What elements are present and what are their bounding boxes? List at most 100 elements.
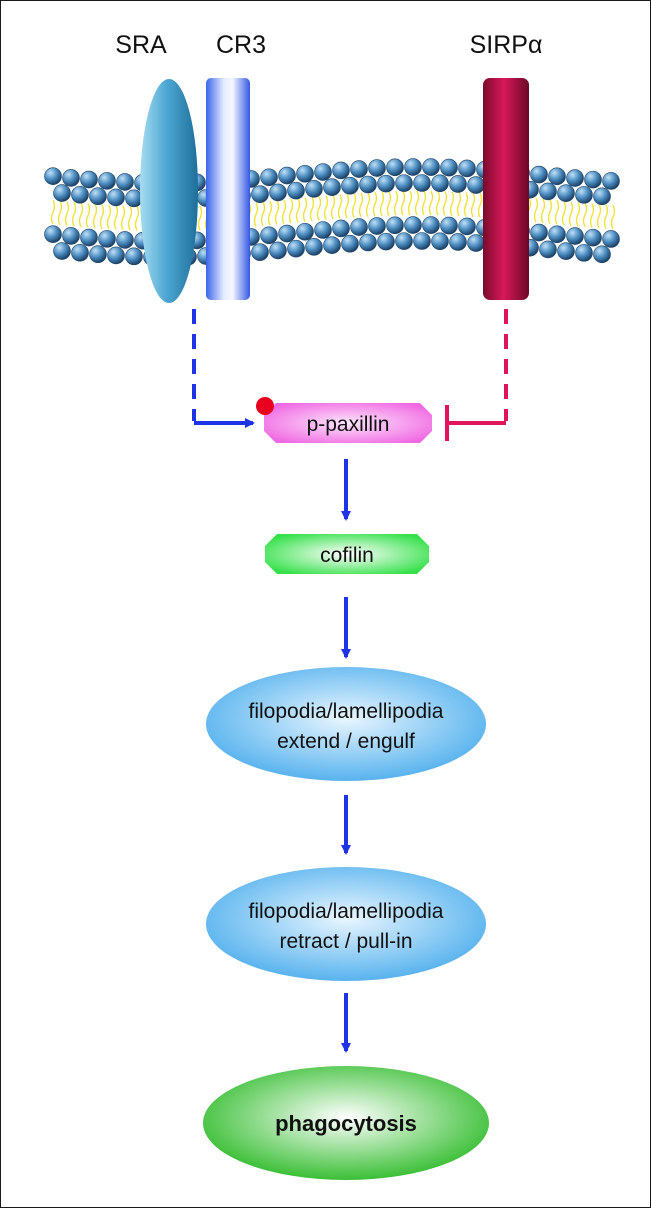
lipid-head [62, 169, 80, 187]
lipid-tail [106, 204, 112, 230]
lipid-head [395, 174, 413, 192]
lipid-tail [267, 200, 273, 226]
lipid-tail [582, 202, 588, 228]
lipid-tail [428, 190, 434, 216]
lipid-tail [421, 190, 427, 216]
edge-sra-cr3-to-p-paxillin [192, 309, 255, 428]
lipid-head [467, 234, 485, 252]
lipid-tail [414, 190, 420, 216]
retract-line1: filopodia/lamellipodia [249, 900, 444, 923]
lipid-head [602, 172, 620, 190]
cofilin-label: cofilin [320, 544, 374, 567]
lipid-tail [253, 202, 259, 227]
lipid-head [449, 233, 467, 251]
lipid-tail [463, 192, 469, 217]
lipid-tail [533, 197, 539, 223]
retract-pull-in-node: filopodia/lamellipodia retract / pull-in [206, 867, 486, 981]
lipid-head [566, 227, 584, 245]
lipid-tail [337, 194, 343, 219]
sra-receptor [140, 79, 198, 303]
lipid-tail [435, 190, 441, 216]
lipid-head [557, 184, 575, 203]
lipid-tail [288, 198, 294, 224]
lipid-tail [547, 199, 553, 224]
lipid-tail [316, 196, 322, 221]
edge-sirpa-inhibits-p-paxillin [445, 309, 508, 441]
lipid-head [296, 222, 314, 241]
lipid-head [251, 243, 269, 261]
lipid-head [287, 181, 305, 200]
lipid-head [278, 166, 296, 185]
lipid-tail [330, 194, 336, 220]
extend-engulf-node: filopodia/lamellipodia extend / engulf [206, 667, 486, 781]
lipid-tail [344, 193, 350, 219]
lipid-tail [456, 191, 462, 217]
lipid-head [458, 159, 476, 178]
lipid-head [107, 246, 125, 265]
phagocytosis-node: phagocytosis [203, 1066, 489, 1180]
cofilin-node: cofilin [265, 534, 429, 574]
lipid-head [530, 165, 548, 184]
lipid-head [566, 169, 584, 187]
lipid-head [44, 225, 62, 243]
lipid-head [269, 183, 287, 202]
lipid-head [278, 224, 296, 243]
lipid-head [80, 228, 98, 247]
lipid-head [449, 175, 467, 193]
lipid-tail [295, 198, 301, 223]
lipid-head [305, 238, 323, 256]
lipid-head [593, 187, 611, 206]
lipid-head [557, 242, 575, 261]
lipid-tail [309, 196, 315, 222]
lipid-head [44, 167, 62, 185]
lipid-tail [393, 190, 399, 216]
lipid-tail [64, 201, 70, 226]
lipid-head [602, 230, 620, 248]
lipid-head [440, 216, 458, 235]
lipid-tail [127, 205, 133, 231]
lipid-head [125, 189, 143, 208]
sirpa-label: SIRPα [470, 31, 543, 59]
lipid-head [584, 228, 602, 247]
lipid-head [359, 175, 377, 194]
lipid-tail [99, 204, 105, 229]
lipid-head [386, 158, 404, 177]
lipid-head [116, 231, 134, 249]
lipid-tail [400, 190, 406, 216]
lipid-tail [260, 201, 266, 227]
lipid-tail [589, 203, 595, 228]
lipid-head [269, 241, 287, 260]
lipid-tail [92, 203, 98, 229]
extend-line1: filopodia/lamellipodia [249, 700, 444, 723]
lipid-head [260, 168, 278, 187]
lipid-head [323, 178, 341, 196]
lipid-tail [540, 198, 546, 224]
phagocytosis-label: phagocytosis [275, 1111, 417, 1136]
extend-line2: extend / engulf [277, 730, 415, 753]
lipid-tail [442, 191, 448, 216]
lipid-head [251, 185, 269, 203]
lipid-tail [596, 203, 602, 229]
lipid-tail [302, 197, 308, 223]
lipid-head [305, 180, 323, 198]
lipid-head [341, 176, 359, 195]
lipid-head [332, 161, 350, 180]
lipid-head [395, 232, 413, 250]
lipid-head [71, 185, 89, 204]
lipid-tail [554, 200, 560, 225]
lipid-tail [610, 204, 616, 230]
lipid-tail [449, 191, 455, 217]
p-paxillin-node: p-paxillin [256, 397, 432, 443]
lipid-tail [197, 206, 203, 231]
lipid-tail [575, 202, 581, 227]
lipid-tail [71, 201, 77, 227]
lipid-head [440, 158, 458, 177]
lipid-head [260, 226, 278, 245]
lipid-head [431, 174, 449, 193]
lipid-tail [358, 192, 364, 218]
lipid-tail [134, 206, 140, 231]
lipid-tail [365, 192, 371, 217]
lipid-head [98, 230, 116, 248]
